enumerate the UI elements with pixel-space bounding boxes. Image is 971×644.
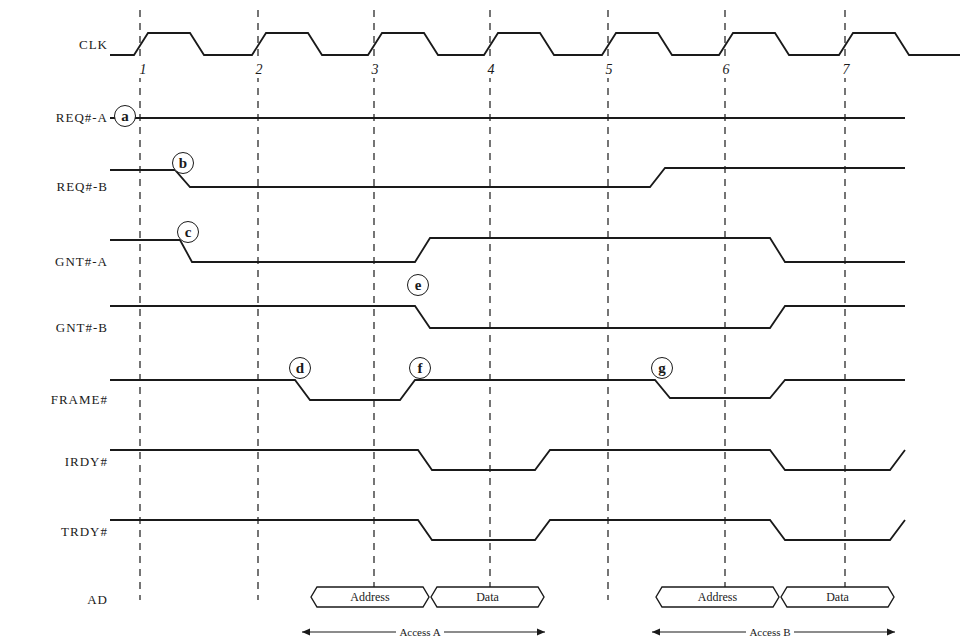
bus-text: Address bbox=[350, 590, 389, 605]
bus-text: Data bbox=[826, 590, 849, 605]
gnt-b-trace bbox=[110, 306, 905, 328]
clock-trace bbox=[110, 33, 960, 55]
bus-phase: Address bbox=[310, 586, 430, 608]
bus-hexagon bbox=[311, 587, 429, 607]
bus-phase: Data bbox=[780, 586, 895, 608]
gnt-a-trace bbox=[110, 238, 905, 262]
callout-letter: d bbox=[289, 357, 311, 379]
bus-phase: Address bbox=[655, 586, 780, 608]
callout-letter: a bbox=[114, 105, 136, 127]
signal-name: GNT#-B bbox=[56, 320, 108, 336]
bus-hexagon bbox=[431, 587, 544, 607]
req-b-trace bbox=[110, 168, 905, 187]
bus-hexagon bbox=[656, 587, 779, 607]
req-a-trace bbox=[110, 117, 905, 119]
signal-name: IRDY# bbox=[65, 454, 108, 470]
clock-number: 6 bbox=[722, 62, 731, 78]
access-arrows bbox=[302, 631, 895, 632]
bus-phase: Data bbox=[430, 586, 545, 608]
signal-name: FRAME# bbox=[51, 392, 108, 408]
access-label: Access B bbox=[746, 624, 793, 640]
bus-hexagon bbox=[781, 587, 894, 607]
signal-traces bbox=[110, 33, 960, 540]
trdy-trace bbox=[110, 520, 905, 540]
signal-name: AD bbox=[87, 592, 108, 608]
callout-letter: c bbox=[177, 221, 199, 243]
callout-letter: e bbox=[407, 274, 429, 296]
clock-number: 2 bbox=[255, 62, 264, 78]
callout-text: c bbox=[185, 224, 192, 241]
callout-letter: g bbox=[651, 357, 673, 379]
clock-number: 4 bbox=[487, 62, 496, 78]
callout-text: a bbox=[121, 108, 129, 125]
clock-number: 5 bbox=[605, 62, 614, 78]
signal-name: REQ#-B bbox=[57, 179, 109, 195]
signal-name: REQ#-A bbox=[56, 110, 108, 126]
callout-letter: f bbox=[409, 357, 431, 379]
signal-name: CLK bbox=[79, 37, 108, 53]
callout-text: d bbox=[296, 360, 304, 377]
access-label: Access A bbox=[396, 624, 443, 640]
clock-number: 7 bbox=[842, 62, 851, 78]
signal-name: TRDY# bbox=[61, 524, 108, 540]
clock-gridlines bbox=[140, 10, 845, 600]
signal-name: GNT#-A bbox=[55, 254, 108, 270]
callout-text: f bbox=[418, 360, 423, 377]
clock-number: 1 bbox=[139, 62, 148, 78]
bus-text: Data bbox=[476, 590, 499, 605]
bus-text: Address bbox=[698, 590, 737, 605]
callout-text: e bbox=[415, 277, 422, 294]
irdy-trace bbox=[110, 450, 905, 470]
callout-letter: b bbox=[172, 152, 194, 174]
frame-trace bbox=[110, 380, 905, 400]
clock-number: 3 bbox=[371, 62, 380, 78]
callout-text: b bbox=[179, 155, 187, 172]
callout-text: g bbox=[658, 360, 666, 377]
